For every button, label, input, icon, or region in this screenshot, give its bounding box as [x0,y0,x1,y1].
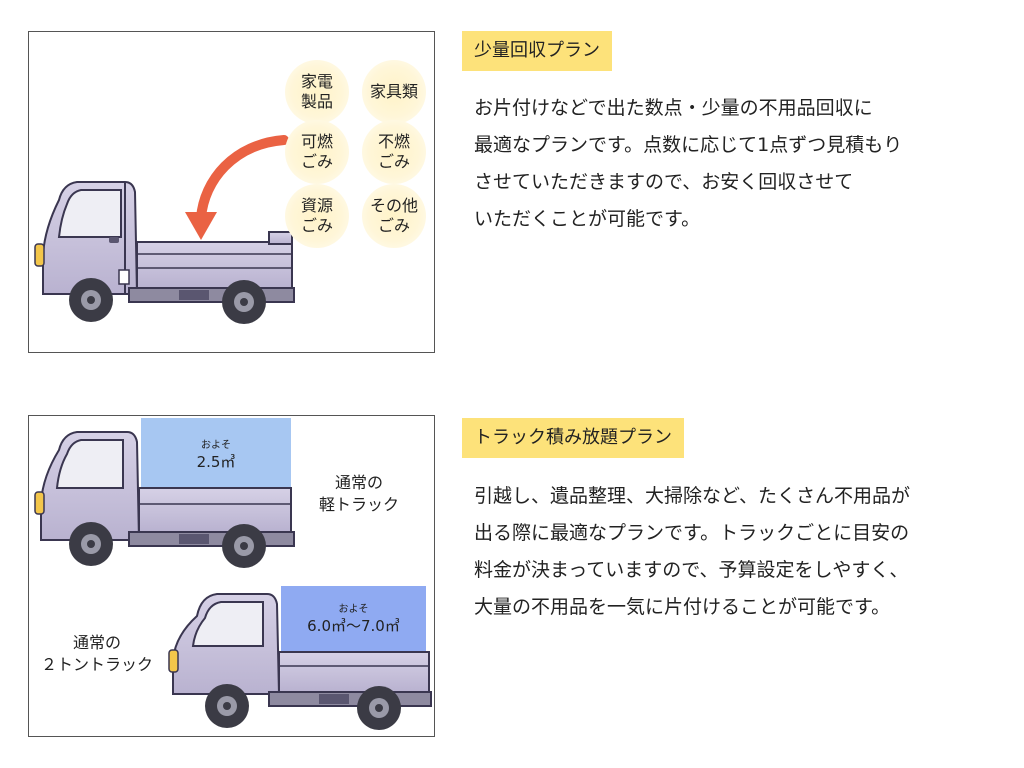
bubble-appliances: 家電 製品 [285,60,349,124]
trucks-illustration [34,418,432,730]
two-ton-truck [168,586,432,730]
kei-truck-label: 通常の 軽トラック [319,473,400,514]
description-line: 料金が決まっていますので、予算設定をしやすく、 [474,559,909,581]
bubble-non-burnable: 不燃 ごみ [362,120,426,184]
description-line: お片付けなどで出た数点・少量の不用品回収に [474,97,873,119]
kei-cargo-volume: およそ 2.5㎥ [141,436,291,472]
load-arrow [196,135,289,223]
small-plan-illustration: 家電 製品 家具類 可燃 ごみ 不燃 ごみ 資源 ごみ その他 ごみ [28,31,435,353]
description-line: 引越し、遺品整理、大掃除など、たくさん不用品が [474,485,911,507]
kei-truck [34,418,295,568]
description-line: させていただきますので、お安く回収させて [474,171,854,193]
description-line: 大量の不用品を一気に片付けることが可能です。 [474,596,891,618]
truck-plan-description: 引越し、遺品整理、大掃除など、たくさん不用品が 出る際に最適なプランです。トラッ… [474,478,1014,626]
description-line: いただくことが可能です。 [474,208,701,230]
kei-truck-illustration [34,135,295,324]
two-ton-cargo-volume: およそ 6.0㎥～7.0㎥ [281,600,426,636]
bubble-other: その他 ごみ [362,184,426,248]
bubble-recyclable: 資源 ごみ [285,184,349,248]
small-plan-description: お片付けなどで出た数点・少量の不用品回収に 最適なプランです。点数に応じて1点ず… [474,90,1014,238]
truck-plan-illustration: およそ 2.5㎥ 通常の 軽トラック およそ 6.0㎥～7.0㎥ 通常の ２トン… [28,415,435,737]
kei-volume-value: 2.5㎥ [196,453,236,471]
small-plan-title: 少量回収プラン [462,31,612,71]
bubble-furniture: 家具類 [362,60,426,124]
kei-approx-label: およそ [201,440,231,451]
two-ton-truck-label: 通常の ２トントラック [41,633,154,674]
description-line: 出る際に最適なプランです。トラックごとに目安の [474,522,910,544]
description-line: 最適なプランです。点数に応じて1点ずつ見積もり [474,134,903,156]
two-ton-approx-label: およそ [338,604,369,615]
truck-plan-title: トラック積み放題プラン [462,418,684,458]
two-ton-volume-value: 6.0㎥～7.0㎥ [307,617,400,635]
bubble-burnable: 可燃 ごみ [285,120,349,184]
load-arrow-head [185,212,217,240]
